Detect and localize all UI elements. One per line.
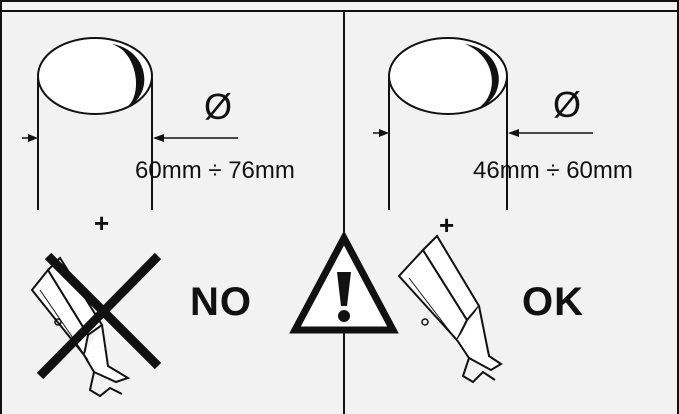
bracket-icon: [397, 234, 503, 384]
diameter-symbol: Ø: [553, 84, 582, 125]
right-panel-correct-size: Ø 46mm ÷ 60mm + OK: [345, 0, 679, 414]
verdict-ok-label: OK: [522, 280, 584, 324]
diameter-range-label: 60mm ÷ 76mm: [135, 157, 295, 184]
verdict-no-label: NO: [190, 280, 252, 324]
dimension-arrow-icon: [22, 134, 238, 142]
bracket-icon: [30, 256, 131, 398]
pole-icon: [388, 37, 508, 210]
pole-icon: [37, 37, 153, 210]
cross-out-icon: [36, 252, 162, 380]
left-panel-graphics: [22, 37, 238, 398]
diameter-range-label: 46mm ÷ 60mm: [473, 157, 633, 184]
plus-sign: +: [439, 210, 455, 240]
diameter-symbol: Ø: [204, 86, 233, 127]
plus-sign: +: [94, 208, 110, 238]
left-panel-wrong-size: Ø 60mm ÷ 76mm + NO: [22, 37, 295, 398]
right-panel-graphics: [373, 37, 593, 384]
warning-triangle-icon: [289, 230, 399, 334]
dimension-arrow-icon: [373, 129, 593, 137]
